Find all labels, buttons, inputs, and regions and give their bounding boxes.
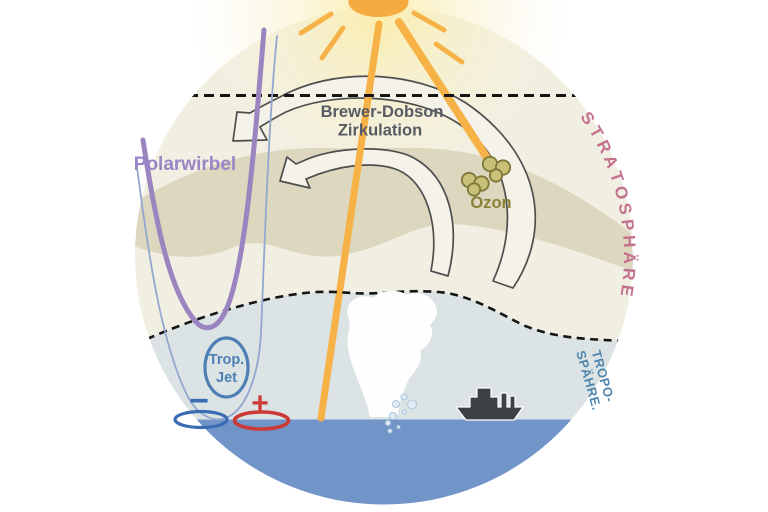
bubble (400, 393, 408, 401)
sun-beams (317, 18, 493, 422)
sun-ray (319, 25, 346, 61)
tropopause-dashed-line (146, 289, 622, 343)
circulation-label-line2: Zirkulation (338, 122, 422, 140)
bubble (392, 400, 400, 408)
boundaries-and-surface (146, 93, 622, 434)
bubble (396, 425, 401, 429)
polar-vortex-label: Polarwirbel (134, 154, 236, 175)
circulation-arrow-inner (279, 148, 455, 277)
stratosphere-arc-letter: Ä (620, 252, 639, 264)
sun-beam-to-ocean (317, 20, 383, 422)
bubble (402, 409, 407, 415)
polar-vortex-line (140, 27, 267, 331)
negative-anomaly-ellipse (173, 409, 229, 430)
sun-ray (411, 10, 447, 33)
ozone-label: Ozon (470, 194, 511, 212)
stratosphere-arc-letter: P (617, 218, 637, 232)
sun-ray (433, 41, 465, 65)
stratosphere-arc-letter: H (619, 235, 639, 248)
positive-anomaly-ellipse (232, 410, 291, 431)
plus-sign: + (251, 387, 269, 420)
stratosphere-arc-letter: S (615, 201, 636, 216)
ozone-molecules (460, 155, 512, 197)
sun-ray (298, 11, 334, 36)
jet-label-line2: Jet (216, 370, 237, 386)
ocean-bubbles (385, 393, 417, 434)
sun-disc (348, 0, 409, 17)
bubble (389, 412, 397, 420)
stratosphere-arc-letter: R (619, 267, 639, 281)
minus-sign: − (189, 382, 209, 420)
circulation-label-line1: Brewer-Dobson (321, 103, 444, 121)
bubble (385, 420, 391, 426)
bubble (387, 428, 393, 434)
sun (298, 0, 465, 65)
sun-rays (298, 10, 465, 65)
convection-cloud (347, 290, 437, 417)
stratosphere-arc-letter: O (610, 184, 632, 202)
ship-icon (454, 387, 525, 421)
ozone-atom (488, 168, 504, 183)
jet-label-line1: Trop. (209, 352, 244, 368)
tropospheric-jet-ellipse (203, 336, 250, 399)
bubble (407, 399, 417, 410)
stratosphere-arc-letter: E (617, 284, 637, 298)
ozone-atom (466, 182, 482, 197)
sun-beam-to-ozone (395, 18, 493, 165)
vortex-companion-line (135, 35, 278, 421)
ocean (135, 419, 633, 505)
